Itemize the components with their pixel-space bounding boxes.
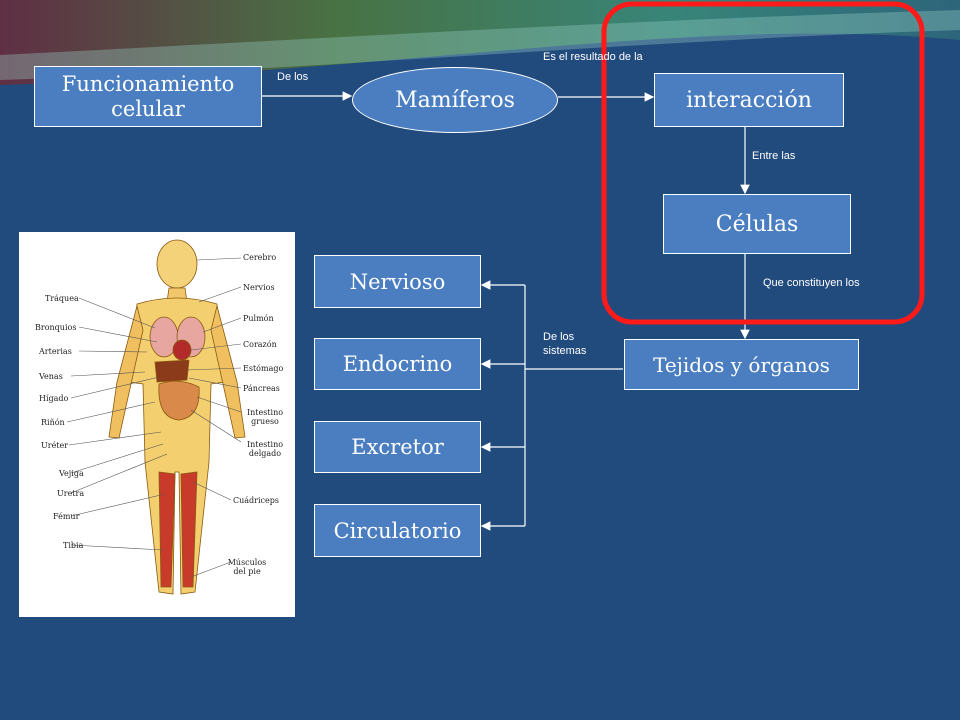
edge-label-es-el-resultado: Es el resultado de la	[543, 51, 643, 63]
fig-label-cuadriceps: Cuádriceps	[233, 496, 279, 505]
fig-label-vejiga: Vejiga	[59, 469, 84, 478]
fig-label-arterias: Arterias	[39, 347, 72, 356]
node-endocrino: Endocrino	[314, 338, 481, 390]
edge-label-de-los-sistemas: De los sistemas	[543, 331, 587, 357]
fig-label-uretra: Uretra	[57, 489, 85, 498]
node-circulatorio: Circulatorio	[314, 504, 481, 557]
fig-label-higado: Hígado	[39, 394, 69, 403]
fig-label-intestino-grueso: Intestino grueso	[246, 408, 284, 426]
fig-label-estomago: Estómago	[243, 364, 284, 373]
node-circulatorio-label: Circulatorio	[333, 518, 462, 543]
fig-label-bronquios: Bronquios	[35, 323, 77, 332]
edge-label-entre-las: Entre las	[752, 150, 796, 162]
node-celulas: Células	[663, 194, 851, 254]
node-endocrino-label: Endocrino	[342, 352, 453, 376]
fig-label-femur: Fémur	[53, 512, 80, 521]
fig-label-traquea: Tráquea	[45, 294, 79, 303]
node-celulas-label: Células	[715, 211, 799, 237]
node-funcionamiento-label: Funcionamiento celular	[61, 71, 235, 121]
node-mamiferos-label: Mamíferos	[395, 87, 515, 113]
human-anatomy-figure: Cerebro Nervios Pulmón Corazón Estómago …	[19, 232, 295, 617]
node-excretor: Excretor	[314, 421, 481, 473]
node-interaccion: interacción	[654, 73, 844, 127]
node-nervioso: Nervioso	[314, 255, 481, 308]
node-tejidos-organos: Tejidos y órganos	[624, 339, 859, 390]
node-nervioso-label: Nervioso	[349, 269, 446, 294]
edge-label-que-constituyen: Que constituyen los	[763, 277, 860, 289]
node-funcionamiento-celular: Funcionamiento celular	[34, 66, 262, 127]
fig-label-tibia: Tibia	[63, 541, 84, 550]
edge-label-de-los: De los	[277, 71, 309, 83]
node-excretor-label: Excretor	[351, 435, 444, 459]
fig-label-cerebro: Cerebro	[243, 253, 277, 262]
node-mamiferos: Mamíferos	[352, 67, 558, 133]
fig-label-corazon: Corazón	[243, 340, 277, 349]
fig-label-nervios: Nervios	[243, 283, 275, 292]
fig-label-pancreas: Páncreas	[243, 384, 280, 393]
fig-label-pulmon: Pulmón	[243, 314, 274, 323]
fig-label-rinon: Riñón	[41, 418, 65, 427]
fig-label-venas: Venas	[39, 372, 63, 381]
fig-label-intestino-delgado: Intestino delgado	[246, 440, 284, 458]
anatomy-drawing	[66, 239, 246, 595]
fig-label-musculos-pie: Músculos del pie	[227, 558, 267, 576]
node-interaccion-label: interacción	[686, 87, 812, 113]
fig-label-ureter: Uréter	[41, 441, 69, 450]
node-tejidos-label: Tejidos y órganos	[653, 352, 830, 377]
